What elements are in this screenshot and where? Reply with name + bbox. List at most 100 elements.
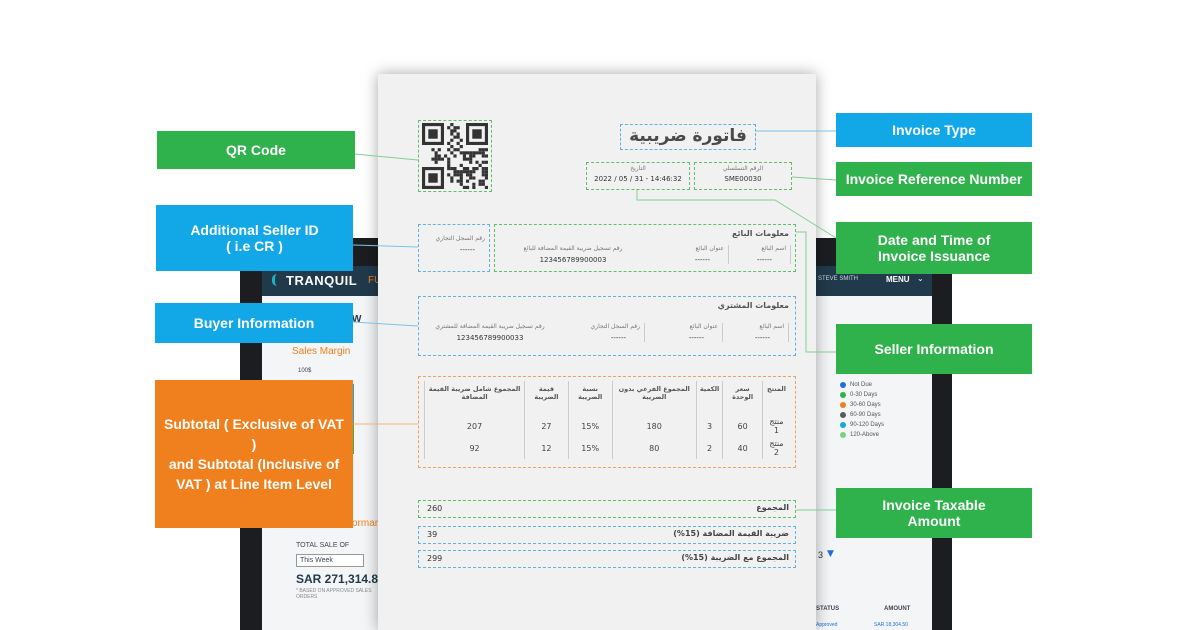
column-status: STATUS — [816, 606, 840, 612]
seller-vat-value: 123456789900003 — [539, 256, 607, 264]
invoice-serial-box: الرقم التسلسلي SME00030 — [694, 162, 792, 190]
period-select[interactable]: This Week — [296, 554, 364, 567]
table-cell: 15% — [567, 437, 613, 459]
callout-seller-information: Seller Information — [836, 324, 1032, 374]
legend-item: 90-120 Days — [840, 420, 884, 430]
buyer-vat-label: رقم تسجيل ضريبة القيمة المضافة للمشتري — [435, 323, 545, 330]
grand-total-value: 299 — [427, 554, 443, 563]
total-sale-amount: SAR 271,314.8 — [296, 572, 379, 586]
buyer-address-value: ------ — [688, 334, 704, 342]
legend-item: 120-Above — [840, 430, 884, 440]
callout-seller-information-text: Seller Information — [874, 341, 994, 357]
callout-qr-code-text: QR Code — [226, 142, 286, 158]
legend-dot-icon — [840, 382, 846, 388]
table-cell: 2 — [695, 437, 723, 459]
callout-additional-seller-id-line2: ( i.e CR ) — [226, 238, 283, 254]
tranquil-logo-icon — [272, 274, 282, 286]
callout-subtotal-line2: and Subtotal (Inclusive of — [168, 456, 340, 472]
table-cell: 60 — [722, 405, 763, 437]
buyer-cr-value: ------ — [610, 334, 626, 342]
grand-total-label: المجموع مع الضريبة (15%) — [681, 553, 789, 562]
legend-dot-icon — [840, 432, 846, 438]
table-cell: 3 — [695, 405, 723, 437]
legend-dot-icon — [840, 412, 846, 418]
dashboard-section-title: W — [352, 314, 362, 325]
dashboard-menu-button[interactable]: MENU — [886, 275, 910, 284]
seller-name-field: اسم البائع ------ — [735, 245, 791, 264]
aging-count: 3 — [818, 550, 824, 560]
legend-label: 90-120 Days — [850, 422, 885, 428]
legend-label: 60-90 Days — [850, 412, 881, 418]
table-header-cell: قيمة الضريبة — [524, 381, 569, 405]
total-sale-label: TOTAL SALE OF — [296, 542, 350, 549]
callout-invoice-taxable-amount-line1: Invoice Taxable — [882, 497, 986, 513]
qr-code-icon — [422, 123, 488, 189]
table-cell: 80 — [611, 437, 697, 459]
sales-margin-title: Sales Margin — [292, 346, 351, 357]
callout-invoice-reference-number-text: Invoice Reference Number — [845, 171, 1023, 187]
legend-item: 30-60 Days — [840, 400, 884, 410]
performance-title: ormar — [352, 518, 379, 529]
column-amount: AMOUNT — [884, 606, 911, 612]
table-cell: 207 — [423, 405, 525, 437]
total-row: المجموع 260 — [418, 500, 796, 518]
legend-item: 0-30 Days — [840, 390, 884, 400]
buyer-address-label: عنوان البائع — [689, 323, 718, 330]
date-value: 2022 / 05 / 31 - 14:46:32 — [594, 175, 682, 183]
seller-address-value: ------ — [694, 256, 710, 264]
vat-value: 39 — [427, 530, 438, 539]
table-cell: 12 — [524, 437, 569, 459]
serial-label: الرقم التسلسلي — [722, 165, 764, 172]
buyer-name-value: ------ — [754, 334, 770, 342]
seller-name-label: اسم البائع — [761, 245, 786, 252]
callout-date-time-line2: Invoice Issuance — [877, 248, 991, 264]
seller-info-box: معلومات البائع اسم البائع ------ عنوان ا… — [494, 224, 796, 272]
callout-additional-seller-id: Additional Seller ID ( i.e CR ) — [156, 205, 353, 271]
table-cell: منتج 1 — [761, 405, 790, 437]
buyer-cr-label: رقم السجل التجاري — [590, 323, 640, 330]
table-cell: 40 — [722, 437, 763, 459]
callout-date-time: Date and Time of Invoice Issuance — [836, 222, 1032, 274]
dashboard-brand: TRANQUIL — [286, 273, 358, 288]
seller-heading: معلومات البائع — [731, 229, 789, 238]
table-cell: منتج 2 — [761, 437, 790, 459]
seller-vat-label: رقم تسجيل ضريبة القيمة المضافة للبائع — [523, 245, 623, 252]
vat-label: ضريبة القيمة المضافة (15%) — [673, 529, 789, 538]
seller-address-label: عنوان البائع — [695, 245, 724, 252]
legend-label: 30-60 Days — [850, 402, 881, 408]
callout-subtotal-line3: VAT ) at Line Item Level — [176, 476, 332, 492]
dashboard-user-name[interactable]: STEVE SMITH — [818, 276, 859, 282]
total-label: المجموع — [756, 503, 789, 512]
triangle-down-icon: ▼ — [827, 549, 834, 559]
status-value: Approved — [816, 622, 838, 628]
table-header-cell: المجموع شامل ضريبة القيمة المضافة — [423, 381, 525, 405]
table-cell: 180 — [611, 405, 697, 437]
buyer-vat-value: 123456789900033 — [456, 334, 524, 342]
table-header-cell: نسبة الضريبة — [567, 381, 613, 405]
invoice-title: فاتورة ضريبية — [620, 124, 756, 150]
seller-vat-field: رقم تسجيل ضريبة القيمة المضافة للبائع 12… — [503, 245, 643, 264]
callout-invoice-taxable-amount: Invoice Taxable Amount — [836, 488, 1032, 538]
callout-invoice-type: Invoice Type — [836, 113, 1032, 147]
qr-code-region — [418, 120, 492, 192]
dashboard-nav-item[interactable]: FU — [368, 275, 382, 286]
cr-value: ------ — [459, 246, 475, 254]
callout-date-time-line1: Date and Time of — [877, 232, 991, 248]
callout-buyer-information-text: Buyer Information — [193, 315, 315, 331]
cr-label: رقم السجل التجاري — [435, 235, 485, 242]
date-label: التاريخ — [630, 165, 646, 172]
seller-name-value: ------ — [756, 256, 772, 264]
buyer-name-field: اسم البائع ------ — [729, 323, 789, 342]
callout-qr-code: QR Code — [157, 131, 355, 169]
table-header-cell: المجموع الفرعي بدون الضريبة — [611, 381, 697, 405]
legend-label: Not Due — [850, 382, 873, 388]
table-header-cell: الكمية — [695, 381, 723, 405]
table-cell: 15% — [567, 405, 613, 437]
total-value: 260 — [427, 504, 443, 513]
legend-item: 60-90 Days — [840, 410, 884, 420]
buyer-name-label: اسم البائع — [759, 323, 784, 330]
period-select-value: This Week — [300, 557, 333, 564]
